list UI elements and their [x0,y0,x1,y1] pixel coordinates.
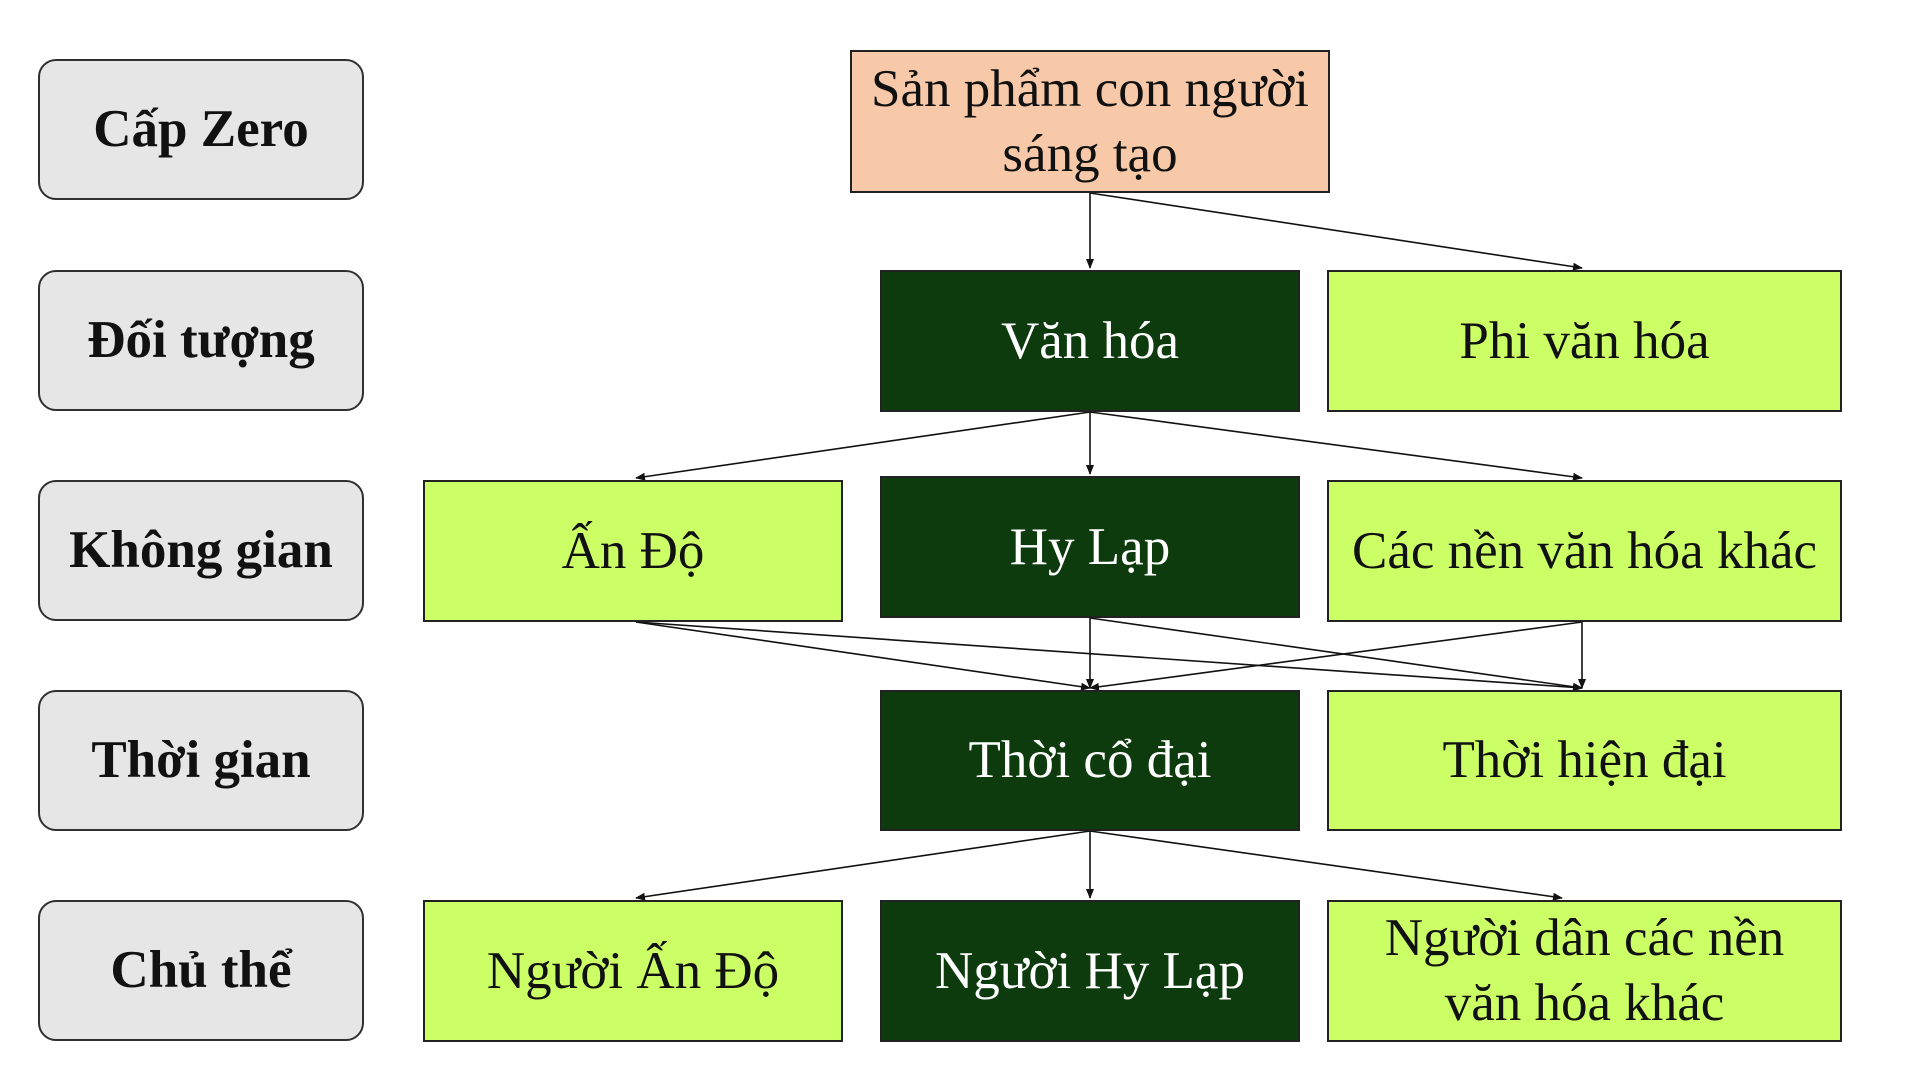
level-space: Không gian [38,480,364,621]
node-non-culture: Phi văn hóa [1327,270,1842,412]
level-object: Đối tượng [38,270,364,411]
arrow-india-to-ancient [635,621,1091,691]
node-indian-people: Người Ấn Độ [423,900,843,1042]
arrow-root-to-non-culture [1089,192,1583,271]
arrow-other-cultures-to-ancient [1089,621,1583,691]
level-zero: Cấp Zero [38,59,364,200]
arrow-india-to-modern [635,621,1583,692]
node-other-people: Người dân các nền văn hóa khác [1327,900,1842,1042]
node-culture: Văn hóa [880,270,1300,412]
level-subject: Chủ thể [38,900,364,1041]
node-modern: Thời hiện đại [1327,690,1842,831]
node-greece: Hy Lạp [880,476,1300,618]
arrow-greece-to-modern [1089,617,1583,691]
node-greek-people: Người Hy Lạp [880,900,1300,1042]
node-india: Ấn Độ [423,480,843,622]
arrow-ancient-to-indian-people [635,830,1091,901]
arrow-culture-to-other-cultures [1089,411,1583,481]
node-root: Sản phẩm con người sáng tạo [850,50,1330,193]
arrow-culture-to-india [635,411,1091,481]
arrow-ancient-to-other-people [1089,830,1563,901]
level-time: Thời gian [38,690,364,831]
node-other-cultures: Các nền văn hóa khác [1327,480,1842,622]
node-ancient: Thời cổ đại [880,690,1300,831]
